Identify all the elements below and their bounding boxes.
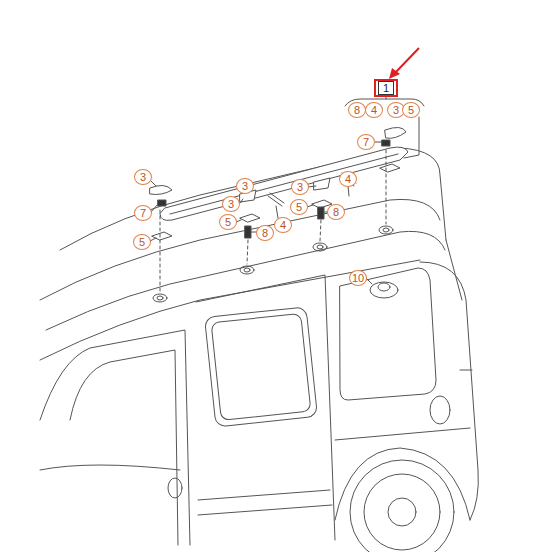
callout-number: 10 — [349, 270, 367, 286]
callout-number: 7 — [357, 134, 375, 150]
callout-number: 3 — [134, 169, 152, 185]
callout-number: 3 — [236, 178, 254, 194]
callout-number: 5 — [133, 234, 151, 250]
callout-number: 4 — [274, 217, 292, 233]
callout-number: 5 — [290, 199, 308, 215]
callout-number: 5 — [402, 102, 420, 118]
callout-number: 4 — [365, 102, 383, 118]
assembly-number: 1 — [378, 81, 394, 95]
callout-number: 3 — [222, 196, 240, 212]
callout-number: 8 — [256, 225, 274, 241]
callout-number: 8 — [348, 102, 366, 118]
callout-number: 4 — [339, 171, 357, 187]
callout-number: 7 — [134, 205, 152, 221]
callout-number: 3 — [291, 179, 309, 195]
callout-number: 5 — [219, 214, 237, 230]
callout-number: 8 — [327, 204, 345, 220]
